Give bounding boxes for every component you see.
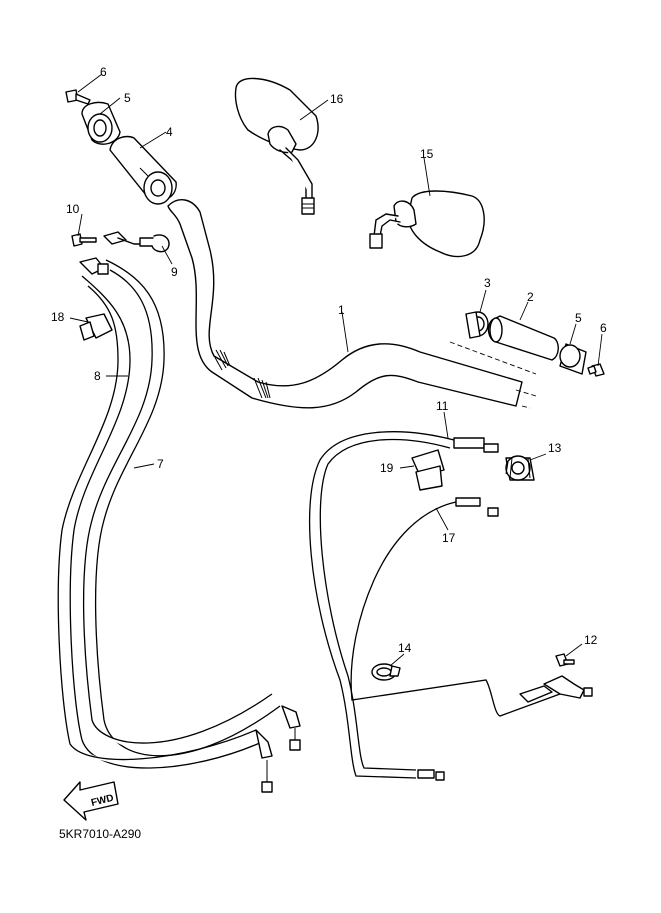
screw-10 bbox=[71, 233, 97, 247]
callout-19: 19 bbox=[380, 461, 394, 475]
callout-11: 11 bbox=[436, 399, 449, 413]
throttle-cable-bottom-ends bbox=[255, 705, 301, 793]
callout-12: 12 bbox=[584, 633, 598, 647]
handlebar-knurl bbox=[211, 349, 271, 399]
callout-13: 13 bbox=[548, 441, 562, 455]
clip-9 bbox=[151, 234, 170, 253]
callout-18: 18 bbox=[51, 310, 65, 324]
callout-3: 3 bbox=[484, 276, 491, 290]
handlebar bbox=[167, 199, 537, 409]
clutch-cable bbox=[308, 431, 499, 781]
throttle-grip bbox=[109, 135, 177, 205]
right-grip-end-weight bbox=[559, 343, 587, 375]
callout-5: 5 bbox=[124, 91, 131, 105]
callout-9: 9 bbox=[171, 265, 178, 279]
holder-19 bbox=[411, 449, 445, 491]
grip-end-weight bbox=[81, 101, 121, 145]
clamp-14 bbox=[371, 663, 401, 681]
adjuster-13 bbox=[505, 455, 535, 481]
catalog-code: 5KR7010-A290 bbox=[59, 827, 141, 841]
cable-17 bbox=[350, 497, 593, 717]
callout-7: 7 bbox=[157, 457, 164, 471]
callout-10: 10 bbox=[66, 202, 80, 216]
callout-6-right: 6 bbox=[600, 321, 607, 335]
callout-16: 16 bbox=[330, 92, 344, 106]
callout-1: 1 bbox=[338, 303, 345, 317]
mirror-right bbox=[369, 190, 485, 258]
callout-4: 4 bbox=[166, 125, 173, 139]
callout-5-right: 5 bbox=[575, 311, 582, 325]
leader-lines bbox=[69, 73, 603, 667]
fwd-label: FWD bbox=[90, 793, 115, 809]
grip-collar bbox=[465, 311, 489, 339]
cable-clamp-18 bbox=[79, 313, 113, 341]
left-grip-assembly bbox=[65, 89, 177, 205]
callout-17: 17 bbox=[442, 531, 456, 545]
callout-14: 14 bbox=[398, 641, 412, 655]
fwd-arrow: FWD bbox=[63, 781, 119, 821]
grip-end-bolt bbox=[65, 89, 91, 105]
mirror-left bbox=[234, 77, 319, 215]
callout-8: 8 bbox=[94, 369, 101, 383]
callout-2: 2 bbox=[527, 290, 534, 304]
bolt-12 bbox=[555, 653, 575, 667]
callout-6: 6 bbox=[100, 65, 107, 79]
right-grip-end-bolt bbox=[587, 363, 605, 377]
callout-15: 15 bbox=[420, 147, 434, 161]
throttle-cable-top-ends bbox=[79, 231, 157, 275]
right-grip-assembly bbox=[449, 311, 605, 377]
right-grip bbox=[487, 315, 559, 361]
callout-numbers: 6 5 4 16 15 1 3 2 5 6 10 9 18 8 7 11 13 … bbox=[51, 65, 607, 655]
throttle-cable-pull bbox=[82, 259, 281, 757]
throttle-cable-return bbox=[57, 275, 263, 769]
